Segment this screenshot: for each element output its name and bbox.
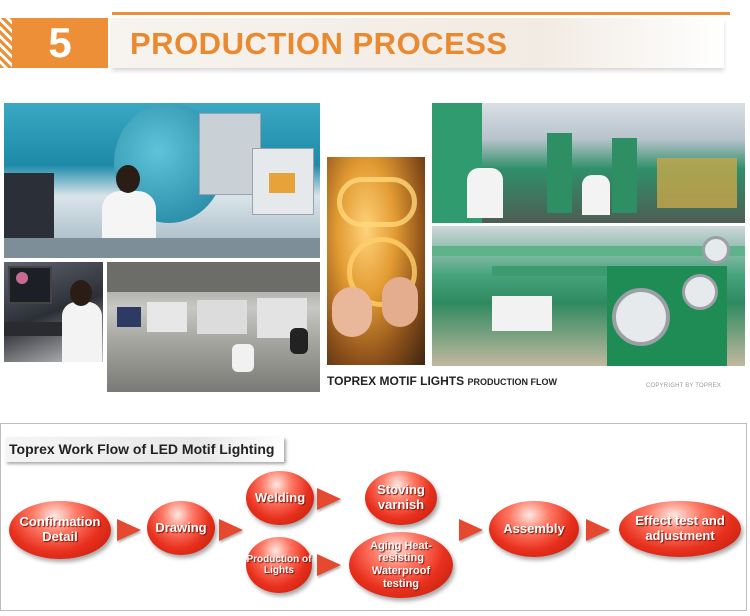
copyright-text: COPYRIGHT BY TOPREX [646, 383, 722, 389]
photo-extrusion-line [432, 226, 745, 366]
step-drawing: Drawing [147, 501, 215, 555]
step-confirmation-detail: Confirmation Detail [9, 501, 111, 559]
photo-warehouse [107, 262, 320, 392]
page-header: 5 PRODUCTION PROCESS [0, 0, 750, 95]
arrow-right-icon [459, 519, 483, 541]
photo-injection-machines [432, 103, 745, 223]
caption-main: TOPREX MOTIF LIGHTS [327, 374, 465, 388]
header-stripe-decoration [0, 18, 12, 68]
page-title: PRODUCTION PROCESS [130, 26, 508, 61]
photo-caption: TOPREX MOTIF LIGHTS PRODUCTION FLOW [327, 374, 557, 388]
step-aging-testing: Aging Heat-resisting Waterproof testing [349, 532, 453, 598]
photo-motif-lights [327, 157, 425, 365]
title-banner: PRODUCTION PROCESS [112, 18, 724, 68]
step-effect-test: Effect test and adjustment [619, 501, 741, 557]
photo-computer-work [4, 262, 103, 362]
arrow-right-icon [317, 554, 341, 576]
arrow-right-icon [317, 488, 341, 510]
workflow-panel: Toprex Work Flow of LED Motif Lighting C… [0, 423, 747, 611]
arrow-right-icon [586, 519, 610, 541]
arrow-right-icon [117, 519, 141, 541]
step-welding: Welding [246, 471, 314, 525]
step-stoving-varnish: Stoving varnish [365, 471, 437, 525]
step-assembly: Assembly [489, 501, 579, 557]
step-production-of-lights: Production of Lights [246, 537, 312, 593]
caption-sub: PRODUCTION FLOW [467, 377, 557, 387]
workflow-title: Toprex Work Flow of LED Motif Lighting [5, 437, 285, 462]
header-accent-line [112, 12, 730, 15]
photo-lab-testing [4, 103, 320, 258]
section-number: 5 [12, 18, 108, 68]
arrow-right-icon [219, 519, 243, 541]
